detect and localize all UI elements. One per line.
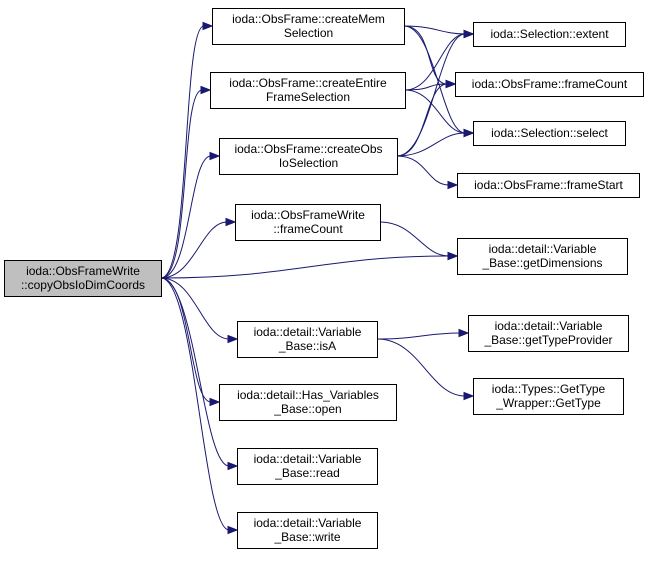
arrowhead-root-to-createEntire: [200, 85, 212, 95]
node-createEntire[interactable]: ioda::ObsFrame::createEntireFrameSelecti…: [210, 72, 406, 109]
arrowhead-root-to-createMem: [202, 21, 214, 31]
arrowhead-root-to-open: [209, 397, 221, 407]
node-label-frameCount-line-0: ioda::ObsFrame::frameCount: [472, 77, 628, 91]
node-label-createObs-line-0: ioda::ObsFrame::createObs: [234, 142, 382, 156]
arrowhead-writeFrameCount-to-getDimensions: [447, 251, 459, 261]
node-label-createEntire-line-1: FrameSelection: [266, 90, 350, 104]
node-label-open-line-0: ioda::detail::Has_Variables: [237, 388, 379, 402]
node-label-getDimensions-line-0: ioda::detail::Variable: [489, 242, 597, 256]
edge-root-to-read: [160, 277, 230, 467]
edge-createObs-to-frameStart: [396, 155, 450, 186]
nodes-layer: ioda::ObsFrameWrite::copyObsIoDimCoordsi…: [4, 8, 644, 549]
arrowhead-createObs-to-frameCount: [445, 79, 457, 89]
node-label-writeFrameCount-line-0: ioda::ObsFrameWrite: [251, 208, 365, 222]
node-box-select: [473, 121, 626, 146]
edge-isA-to-getType: [376, 338, 466, 397]
node-frameCount[interactable]: ioda::ObsFrame::frameCount: [455, 72, 644, 97]
node-isA[interactable]: ioda::detail::Variable_Base::isA: [237, 321, 378, 358]
edge-isA-to-getTypeProvider: [376, 332, 461, 340]
node-label-read-line-0: ioda::detail::Variable: [254, 452, 362, 466]
edge-writeFrameCount-to-getDimensions: [379, 221, 450, 257]
edge-createObs-to-extent: [396, 33, 466, 157]
node-label-isA-line-1: _Base::isA: [278, 339, 336, 353]
edge-root-to-createObs: [160, 155, 212, 279]
node-label-getTypeProvider-line-1: _Base::getTypeProvider: [483, 333, 612, 347]
node-label-writeFrameCount-line-1: ::frameCount: [273, 222, 343, 236]
edge-root-to-isA: [160, 277, 230, 340]
node-box-root: [4, 260, 162, 297]
edge-root-to-write: [160, 277, 230, 531]
node-getTypeProvider[interactable]: ioda::detail::Variable_Base::getTypeProv…: [468, 315, 629, 352]
node-label-createEntire-line-0: ioda::ObsFrame::createEntire: [229, 76, 387, 90]
arrowhead-root-to-read: [227, 461, 239, 471]
arrowhead-createObs-to-frameStart: [447, 180, 459, 190]
node-label-write-line-1: _Base::write: [273, 530, 340, 544]
node-label-read-line-1: _Base::read: [274, 466, 340, 480]
arrowhead-root-to-write: [227, 525, 239, 535]
node-root[interactable]: ioda::ObsFrameWrite::copyObsIoDimCoords: [4, 260, 162, 297]
edge-root-to-open: [160, 277, 212, 403]
node-label-createMem-line-0: ioda::ObsFrame::createMem: [232, 12, 385, 26]
node-label-getDimensions-line-1: _Base::getDimensions: [481, 256, 602, 270]
edge-createMem-to-select: [403, 25, 466, 134]
node-label-root-line-0: ioda::ObsFrameWrite: [26, 264, 140, 278]
node-open[interactable]: ioda::detail::Has_Variables_Base::open: [219, 384, 397, 421]
node-label-write-line-0: ioda::detail::Variable: [254, 516, 362, 530]
node-label-createMem-line-1: Selection: [284, 26, 333, 40]
node-label-select-line-0: ioda::Selection::select: [491, 126, 608, 140]
node-frameStart[interactable]: ioda::ObsFrame::frameStart: [457, 173, 640, 198]
arrowhead-isA-to-getType: [463, 391, 475, 401]
edge-createEntire-to-extent: [404, 33, 466, 91]
node-box-writeFrameCount: [235, 204, 381, 241]
node-box-extent: [473, 22, 626, 47]
edge-createObs-to-select: [396, 132, 466, 157]
node-box-open: [219, 384, 397, 421]
node-label-getType-line-1: _Wrapper::GetType: [495, 396, 601, 410]
node-box-frameCount: [455, 72, 644, 97]
node-label-getTypeProvider-line-0: ioda::detail::Variable: [495, 319, 603, 333]
node-write[interactable]: ioda::detail::Variable_Base::write: [237, 512, 378, 549]
node-label-root-line-1: ::copyObsIoDimCoords: [21, 278, 145, 292]
node-getDimensions[interactable]: ioda::detail::Variable_Base::getDimensio…: [457, 238, 628, 275]
node-box-write: [237, 512, 378, 549]
node-box-createMem: [212, 8, 405, 45]
node-box-createObs: [219, 138, 398, 175]
edge-createEntire-to-frameCount: [404, 83, 448, 91]
edge-root-to-createMem: [160, 25, 205, 279]
node-box-createEntire: [210, 72, 406, 109]
node-extent[interactable]: ioda::Selection::extent: [473, 22, 626, 47]
node-box-frameStart: [457, 173, 640, 198]
edge-root-to-getDimensions: [160, 255, 450, 279]
node-label-open-line-1: _Base::open: [273, 402, 341, 416]
arrowhead-root-to-createObs: [209, 151, 221, 161]
edges-layer: [160, 21, 475, 535]
node-label-createObs-line-1: IoSelection: [279, 156, 338, 170]
arrowhead-createObs-to-select: [463, 128, 475, 138]
node-getType[interactable]: ioda::Types::GetType_Wrapper::GetType: [473, 378, 624, 415]
arrowhead-createObs-to-extent: [463, 29, 475, 39]
node-box-getDimensions: [457, 238, 628, 275]
edge-createEntire-to-select: [404, 89, 466, 134]
node-select[interactable]: ioda::Selection::select: [473, 121, 626, 146]
edge-root-to-writeFrameCount: [160, 221, 228, 279]
node-read[interactable]: ioda::detail::Variable_Base::read: [237, 448, 378, 485]
node-label-extent-line-0: ioda::Selection::extent: [490, 27, 609, 41]
node-label-isA-line-0: ioda::detail::Variable: [254, 325, 362, 339]
node-box-getType: [473, 378, 624, 415]
arrowhead-isA-to-getTypeProvider: [458, 328, 470, 338]
node-writeFrameCount[interactable]: ioda::ObsFrameWrite::frameCount: [235, 204, 381, 241]
arrowhead-root-to-writeFrameCount: [225, 217, 237, 227]
edge-root-to-createEntire: [160, 89, 203, 279]
node-label-getType-line-0: ioda::Types::GetType: [492, 382, 606, 396]
node-box-read: [237, 448, 378, 485]
edge-createMem-to-extent: [403, 25, 466, 35]
node-box-isA: [237, 321, 378, 358]
arrowhead-root-to-isA: [227, 334, 239, 344]
node-label-frameStart-line-0: ioda::ObsFrame::frameStart: [474, 178, 623, 192]
node-box-getTypeProvider: [468, 315, 629, 352]
edge-createObs-to-frameCount: [396, 83, 448, 157]
